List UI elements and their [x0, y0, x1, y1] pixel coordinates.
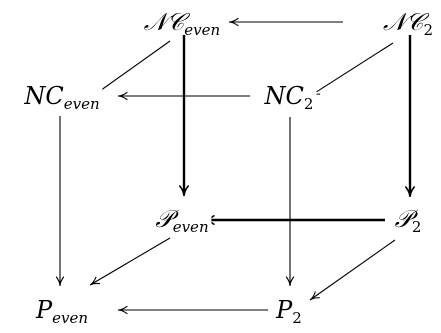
node-base: NC: [264, 82, 304, 110]
node-base: 𝒫: [394, 205, 412, 233]
arrow-head: [55, 276, 65, 287]
arrow-head: [117, 305, 128, 315]
node-subscript: 2: [423, 21, 434, 39]
node-subscript: 2: [411, 218, 422, 236]
node-base: 𝒩𝒞: [143, 8, 185, 36]
node-base: 𝒫: [155, 205, 173, 233]
arrow-head: [89, 276, 101, 286]
node-base: P: [276, 296, 293, 324]
node-script-p-even: 𝒫even: [152, 205, 212, 235]
arrow-p-2-to-p-even: [117, 305, 268, 315]
arrow-nc-cal-2-to-nc-2: [309, 42, 394, 97]
arrow-shaft: [90, 40, 171, 98]
arrow-head: [285, 276, 295, 287]
node-subscript: 2: [292, 309, 302, 327]
arrow-p-cal-2-to-p-2: [309, 239, 396, 301]
arrow-shaft: [91, 237, 171, 285]
node-base: 𝒩𝒞: [382, 8, 424, 36]
arrow-nc-cal-2-to-nc-cal-even: [228, 17, 343, 27]
arrow-nc-cal-2-to-p-cal-2: [405, 35, 415, 198]
arrow-head: [179, 185, 189, 197]
arrow-nc-2-to-p-2: [285, 117, 295, 287]
node-p-2: P2: [273, 296, 305, 326]
arrow-p-cal-2-to-p-cal-even: [203, 215, 385, 225]
arrow-nc-even-to-p-even: [55, 116, 65, 287]
node-nc-even: NCeven: [21, 82, 103, 112]
node-subscript: even: [63, 95, 100, 113]
node-base: P: [35, 296, 53, 324]
node-base: NC: [24, 82, 64, 110]
node-script-nc-even: 𝒩𝒞even: [140, 8, 224, 38]
node-script-p-2: 𝒫2: [391, 205, 425, 235]
node-script-nc-2: 𝒩𝒞2: [379, 8, 437, 38]
node-subscript: 2: [303, 95, 314, 113]
arrow-p-cal-even-to-p-even: [89, 237, 171, 286]
node-nc-2: NC2: [261, 82, 317, 112]
arrow-head: [405, 186, 415, 198]
arrow-head: [309, 291, 320, 301]
node-p-even: Peven: [32, 296, 92, 326]
node-subscript: even: [172, 218, 209, 236]
arrow-shaft: [310, 239, 396, 300]
arrow-head: [228, 17, 239, 27]
arrow-nc-cal-even-to-p-cal-even: [179, 35, 189, 197]
node-subscript: even: [52, 309, 89, 327]
arrow-head: [117, 91, 128, 101]
arrow-shaft: [310, 42, 394, 96]
node-subscript: even: [184, 21, 221, 39]
